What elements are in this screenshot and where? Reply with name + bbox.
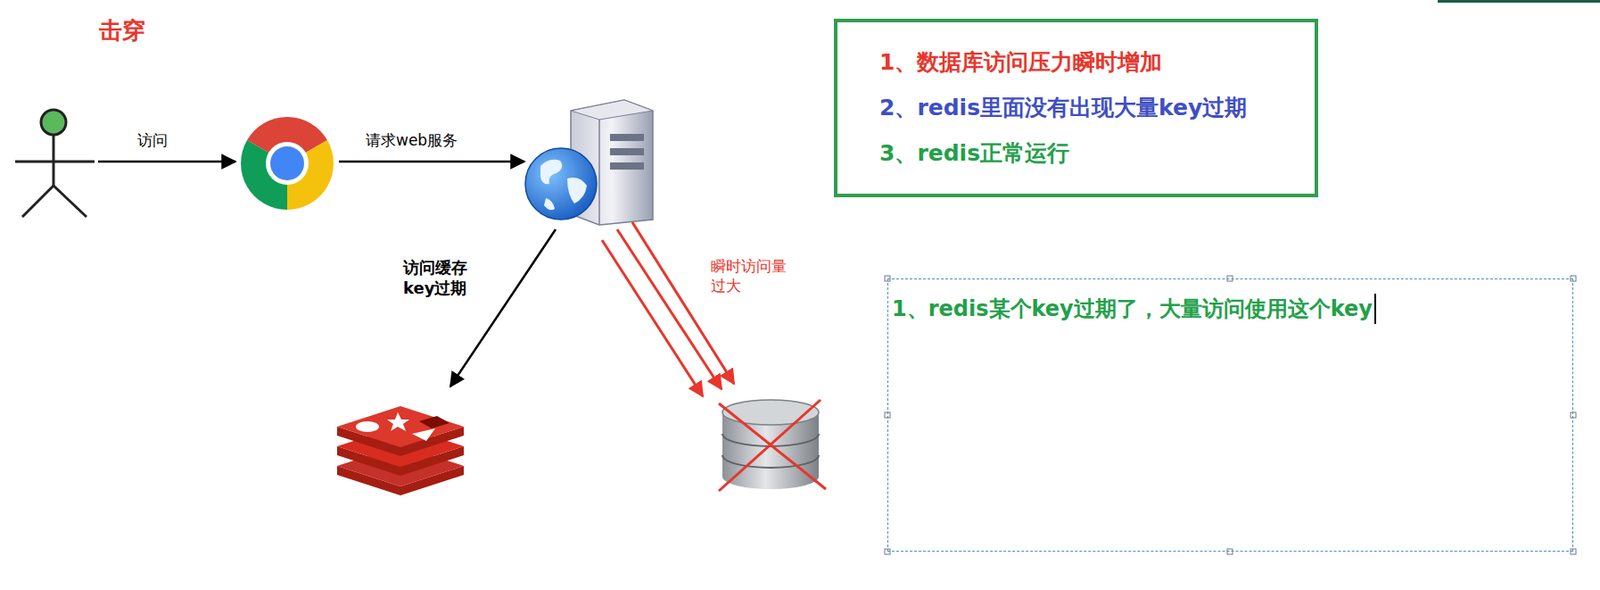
selection-handles-part [1570, 412, 1576, 418]
flow-arrow-part [338, 160, 525, 164]
diagram-title: 击穿 [98, 16, 146, 47]
arrow-label: 访问 [137, 130, 168, 150]
person-figure-part [22, 185, 54, 217]
server-icon-part [610, 148, 644, 156]
database-icon-part [718, 399, 821, 491]
database-icon [718, 399, 826, 491]
flow-arrow [98, 161, 556, 387]
redis-icon [337, 405, 464, 495]
browser-icon-part [265, 141, 309, 185]
redis-icon-part [355, 420, 380, 432]
flow-arrow-part [98, 160, 236, 164]
red-arrows [602, 222, 735, 396]
red-arrows-part [632, 222, 735, 384]
box-text: 3、redis正常运行 [879, 130, 1304, 176]
selection-handles-part [1227, 548, 1233, 554]
box-text: 1、redis某个key过期了，大量访问使用这个key [891, 293, 1377, 324]
person-figure [15, 109, 95, 217]
browser-icon [240, 116, 334, 210]
box-text: 2、redis里面没有出现大量key过期 [879, 84, 1304, 131]
redis-icon-part [412, 428, 436, 441]
server-icon [525, 99, 653, 225]
selection-handles-part [1570, 548, 1576, 554]
server-icon-part [544, 197, 555, 210]
arrow-label: 请求web服务 [365, 130, 458, 150]
server-icon-part [610, 162, 644, 170]
database-icon-part [722, 399, 819, 425]
box-text: 1、数据库访问压力瞬时增加 [879, 39, 1304, 85]
server-icon-part [598, 119, 601, 225]
arrow-label: 瞬时访问量 过大 [710, 255, 796, 296]
person-figure-part [53, 185, 87, 217]
redis-icon-part [419, 415, 450, 429]
selection-handles [884, 275, 1576, 554]
server-icon-part [567, 177, 587, 204]
redis-icon-part [337, 405, 464, 447]
browser-icon-part [270, 146, 305, 181]
server-icon-part [610, 133, 644, 141]
server-icon-part [540, 159, 562, 184]
flow-arrow-part [450, 229, 556, 387]
database-icon-part [722, 454, 819, 468]
person-figure-part [15, 160, 95, 164]
summary-box: 1、数据库访问压力瞬时增加2、redis里面没有出现大量key过期3、redis… [833, 18, 1319, 198]
note-box: 1、redis某个key过期了，大量访问使用这个key [887, 278, 1574, 552]
server-icon-part [570, 99, 653, 120]
red-arrows-part [602, 239, 703, 396]
redis-icon-part [387, 412, 410, 431]
person-figure-part [41, 109, 66, 135]
server-icon-part [525, 148, 597, 220]
arrow-label: 访问缓存 key过期 [403, 256, 490, 299]
red-arrows-part [617, 229, 722, 389]
top-bar [1437, 0, 1600, 3]
